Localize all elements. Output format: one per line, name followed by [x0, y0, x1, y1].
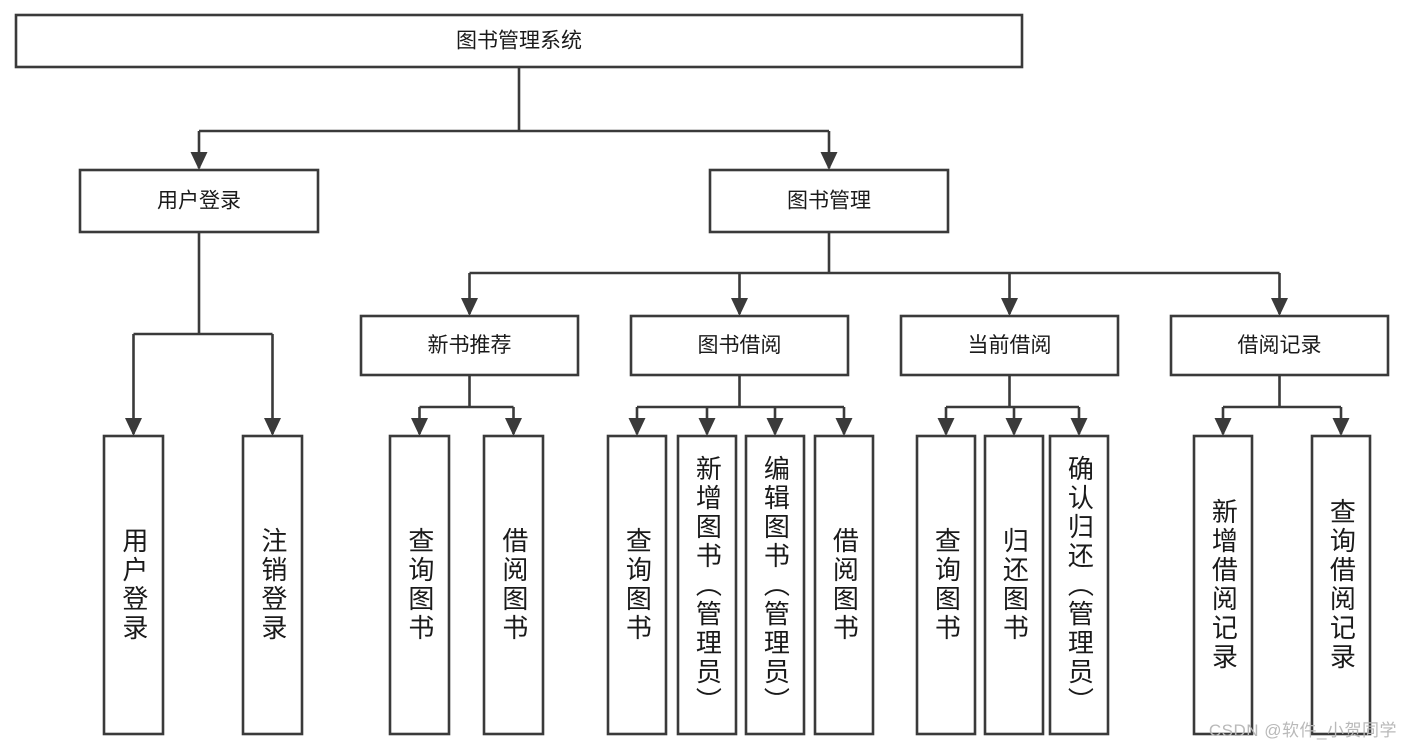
leaf-node-0-box[interactable] — [102, 434, 165, 736]
level3-node-0-box[interactable] — [359, 314, 580, 377]
leaf-node-8-box[interactable] — [915, 434, 977, 736]
leaf-node-7-box[interactable] — [813, 434, 875, 736]
connector-edges — [125, 67, 1350, 436]
level3-node-3-box[interactable] — [1169, 314, 1390, 377]
arrow-head-icon — [125, 418, 142, 436]
arrow-head-icon — [1005, 418, 1023, 436]
level3-node-1-box[interactable] — [629, 314, 850, 377]
level2-node-1-box[interactable] — [708, 168, 950, 234]
leaf-node-11-box[interactable] — [1192, 434, 1254, 736]
arrow-head-icon — [820, 152, 838, 170]
level2-node-0-label: 用户登录 — [157, 190, 241, 213]
arrow-head-icon — [1001, 298, 1018, 316]
leaf-node-10-box[interactable] — [1048, 434, 1110, 736]
arrow-head-icon — [1271, 298, 1288, 316]
leaf-node-5-box[interactable] — [676, 434, 738, 736]
watermark-text: CSDN @软件_小贺同学 — [1208, 721, 1397, 740]
leaf-node-3-box[interactable] — [482, 434, 545, 736]
leaf-node-6-box[interactable] — [744, 434, 806, 736]
node-boxes — [14, 13, 1390, 736]
leaf-node-1-box[interactable] — [241, 434, 304, 736]
arrow-head-icon — [835, 418, 853, 436]
level3-node-2-label: 当前借阅 — [968, 334, 1052, 357]
arrow-head-icon — [411, 418, 428, 436]
root-node-box[interactable] — [14, 13, 1024, 69]
level3-node-2-box[interactable] — [899, 314, 1120, 377]
level2-node-0-box[interactable] — [78, 168, 320, 234]
leaf-node-2-box[interactable] — [388, 434, 451, 736]
arrow-head-icon — [937, 418, 955, 436]
arrow-head-icon — [1332, 418, 1350, 436]
arrow-head-icon — [731, 298, 748, 316]
arrow-head-icon — [766, 418, 784, 436]
level3-node-0-label: 新书推荐 — [428, 334, 512, 357]
arrow-head-icon — [628, 418, 646, 436]
leaf-node-4-box[interactable] — [606, 434, 668, 736]
arrow-head-icon — [698, 418, 716, 436]
arrow-head-icon — [264, 418, 281, 436]
arrow-head-icon — [190, 152, 208, 170]
level3-node-3-label: 借阅记录 — [1238, 334, 1322, 357]
level3-node-1-label: 图书借阅 — [698, 334, 782, 357]
arrow-head-icon — [461, 298, 478, 316]
leaf-node-9-box[interactable] — [983, 434, 1045, 736]
level2-node-1-label: 图书管理 — [787, 190, 871, 213]
root-node-label: 图书管理系统 — [456, 30, 582, 53]
arrow-head-icon — [1214, 418, 1232, 436]
leaf-node-12-box[interactable] — [1310, 434, 1372, 736]
arrow-head-icon — [505, 418, 522, 436]
arrow-head-icon — [1070, 418, 1088, 436]
